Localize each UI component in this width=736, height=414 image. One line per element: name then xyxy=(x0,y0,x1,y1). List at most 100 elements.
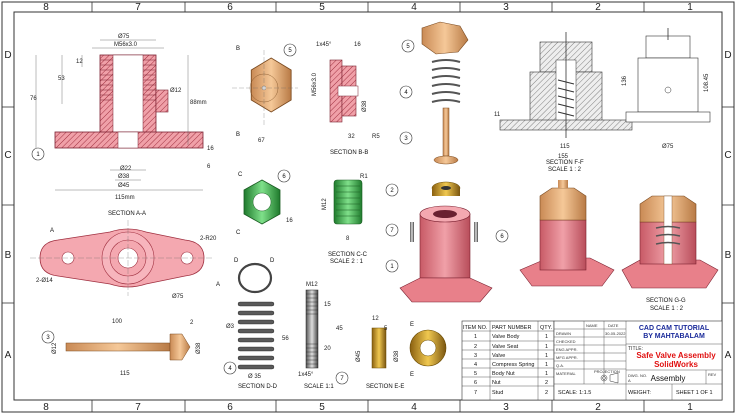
row-c-right: C xyxy=(724,150,731,161)
row-d-left: D xyxy=(4,50,11,61)
dim-body-d38: Ø38 xyxy=(118,174,130,180)
dim-stud-m12: M12 xyxy=(306,282,318,288)
dim-valve-r2: 2 xyxy=(190,320,194,326)
callout-body: 1 xyxy=(36,152,40,158)
row-a-right: A xyxy=(725,350,732,361)
callout-exp-5: 5 xyxy=(406,44,410,50)
caption-section-ee: SECTION E-E xyxy=(366,384,404,390)
bom-row-1-item: 1 xyxy=(474,334,477,340)
tb-row-mfg: MFG APPR. xyxy=(556,355,578,360)
bom-header-qty: QTY. xyxy=(540,325,553,331)
bom-row-1-qty: 1 xyxy=(545,334,548,340)
callout-seat: 6 xyxy=(282,174,286,180)
callout-exp-6: 6 xyxy=(500,234,504,240)
mark-c1: C xyxy=(238,172,243,178)
bom-row-7-item: 7 xyxy=(474,390,477,396)
assembly-3d-view xyxy=(519,180,615,287)
title-block: NAME DATE DRAWN 30-05-2022 CHECKED ENG A… xyxy=(553,320,723,401)
bom-row-4-qty: 1 xyxy=(545,362,548,368)
dim-stud-20: 20 xyxy=(324,346,331,352)
caption-section-dd: SECTION D-D xyxy=(238,384,278,390)
tb-title-label: TITLE: xyxy=(628,346,643,352)
tb-author: BY MAHTABALAM xyxy=(643,333,705,340)
bom-row-4-part: Compress Spring xyxy=(492,362,535,368)
callout-stud: 7 xyxy=(340,376,344,382)
mark-a2: A xyxy=(216,282,220,288)
dim-body-d22: Ø22 xyxy=(120,166,132,172)
caption-section-gg: SECTION G-G xyxy=(646,298,686,304)
bom-header-part: PART NUMBER xyxy=(492,325,531,331)
bom-row-7-part: Stud xyxy=(492,390,503,396)
dim-spring-wire: Ø3 xyxy=(226,324,235,330)
tb-row-eng: ENG APPR. xyxy=(556,347,578,352)
caption-stud-scale: SCALE 1:1 xyxy=(304,384,334,390)
section-ff-view: 115 155 11 SECTION F-F SCALE 1 : 2 xyxy=(494,32,633,173)
dim-valve-d38: Ø38 xyxy=(196,342,202,354)
col-8-top: 8 xyxy=(43,2,49,13)
bom-row-5-item: 5 xyxy=(474,371,477,377)
caption-section-aa: SECTION A-A xyxy=(108,211,146,217)
dim-body-h12: 12 xyxy=(76,59,83,65)
callout-exp-4: 4 xyxy=(404,90,408,96)
dim-bush-d38: Ø38 xyxy=(394,350,400,362)
nut-hex-view: B B 67 5 xyxy=(232,43,298,144)
mark-b1: B xyxy=(236,46,240,52)
col-7-top: 7 xyxy=(135,2,141,13)
dim-body-t6: 6 xyxy=(207,164,211,170)
bom-row-2-qty: 1 xyxy=(545,344,548,350)
dim-stud-45: 45 xyxy=(336,326,343,332)
projection-symbol xyxy=(600,372,619,384)
col-5-top: 5 xyxy=(319,2,325,13)
dim-spring-len: 56 xyxy=(282,336,289,342)
tb-row-drawn: DRAWN xyxy=(556,331,571,336)
dim-top-d75: Ø75 xyxy=(172,294,184,300)
bom-row-3-item: 3 xyxy=(474,353,477,359)
dim-nutsec-chamfer: 1x45° xyxy=(316,42,332,48)
bom-row-5-part: Body Nut xyxy=(492,371,515,377)
col-6-bottom: 6 xyxy=(227,402,233,413)
section-gg-view: SECTION G-G SCALE 1 : 2 xyxy=(621,195,719,312)
dim-body-h76: 76 xyxy=(30,96,37,102)
mark-b2: B xyxy=(236,132,240,138)
dim-nutsec-16: 16 xyxy=(354,42,361,48)
seat-hex-view: C C 16 6 xyxy=(236,169,293,236)
bom-row-3-part: Valve xyxy=(492,353,505,359)
front-view: 136 108.45 Ø75 xyxy=(622,28,711,150)
callout-spring: 4 xyxy=(228,366,232,372)
callout-valve: 3 xyxy=(46,335,50,341)
tb-date-label: DATE xyxy=(608,323,619,328)
tb-row-qa: Q.A. xyxy=(556,363,564,368)
dim-bush-d45: Ø45 xyxy=(356,350,362,362)
dim-body-hole12: Ø12 xyxy=(170,88,182,94)
bom-row-5-qty: 1 xyxy=(545,371,548,377)
row-b-right: B xyxy=(725,250,732,261)
dim-nutsec-32: 32 xyxy=(348,134,355,140)
bom-row-4-item: 4 xyxy=(474,362,477,368)
bom-row-6-part: Nut xyxy=(492,380,501,386)
bom-row-6-item: 6 xyxy=(474,380,477,386)
tb-title-line1: Safe Valve Assembly xyxy=(636,351,716,360)
tb-title-line2: SolidWorks xyxy=(654,360,698,369)
tb-scale: SCALE: 1:1.5 xyxy=(558,390,591,396)
tb-rev-label: REV xyxy=(708,372,717,377)
col-6-top: 6 xyxy=(227,2,233,13)
bom-table: ITEM NO. PART NUMBER QTY. 1 Valve Body 1 2… xyxy=(461,320,555,401)
bom-row-1-part: Valve Body xyxy=(492,334,520,340)
mark-c2: C xyxy=(236,230,241,236)
dim-seatsec-r1: R1 xyxy=(360,174,368,180)
scale-section-ff: SCALE 1 : 2 xyxy=(548,167,582,173)
body-section-view: Ø75 M56x3.0 12 53 76 88mm Ø12 Ø22 Ø38 Ø4… xyxy=(30,34,214,217)
bom-row-2-item: 2 xyxy=(474,344,477,350)
exploded-view: 5 4 3 2 7 6 1 xyxy=(385,21,509,303)
dim-body-h88: 88mm xyxy=(190,100,207,106)
dim-top-r14: 2-Ø14 xyxy=(36,278,53,284)
tb-name-label: NAME xyxy=(586,323,598,328)
mark-e2: E xyxy=(410,372,414,378)
dim-ff-155: 155 xyxy=(558,154,569,160)
col-1-bottom: 1 xyxy=(687,402,693,413)
dim-ff-11: 11 xyxy=(494,112,501,118)
col-5-bottom: 5 xyxy=(319,402,325,413)
bush-section-view: 12 5 Ø45 Ø38 E E SECTION E-E xyxy=(356,316,447,390)
bom-header-item: ITEM NO. xyxy=(463,325,488,331)
